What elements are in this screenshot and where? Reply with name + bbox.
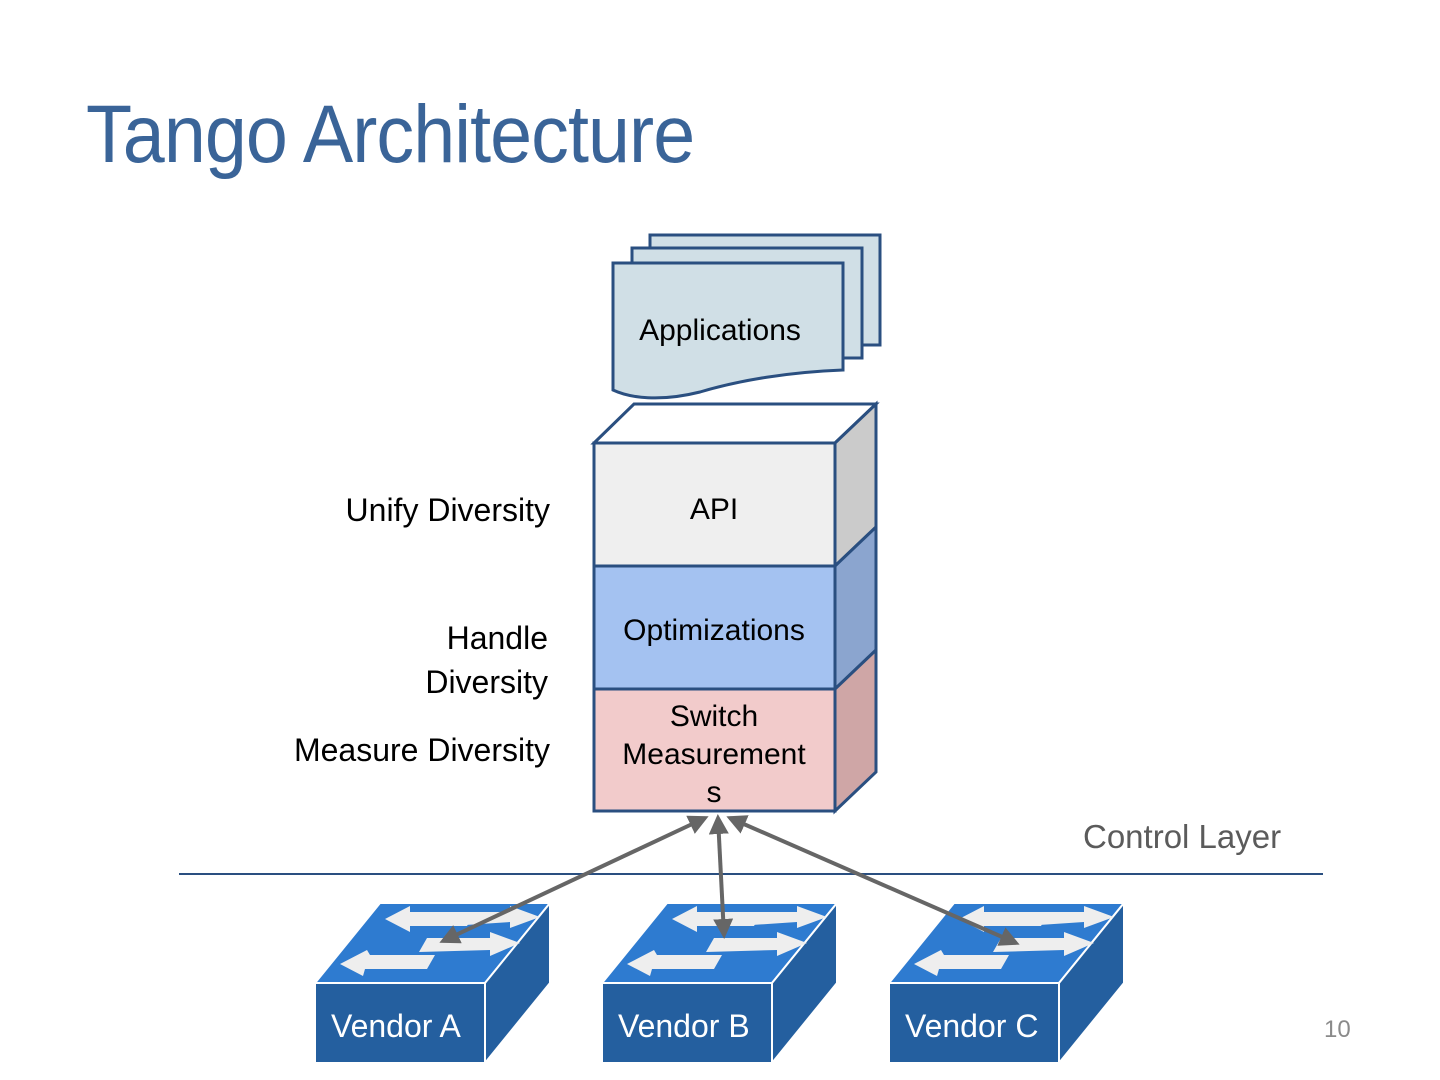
slide-title: Tango Architecture [86,89,695,180]
switch-front-face [888,982,1060,1064]
vendor-label: Vendor C [905,1008,1038,1044]
app-page-front [611,261,845,400]
applications-label: Applications [639,314,801,347]
vendor-label: Vendor B [618,1008,750,1044]
switch-arrow-left-bottom [340,950,435,976]
switch-front-face [601,982,773,1064]
connection-arrows [439,814,1020,946]
optimizations-layer [592,564,837,691]
vendor-label: Vendor A [331,1008,462,1044]
control-layer-label: Control Layer [1083,818,1282,855]
switch-front-face [314,982,486,1064]
layer-stack: API Optimizations Switch Measurement s [590,400,880,815]
optimizations-label: Optimizations [623,614,805,647]
vendor-switch: Vendor C [886,900,1127,1066]
measurements-label-line2: Measurement [622,738,806,771]
switch-measurements-layer [592,687,837,813]
label-handle-line2: Diversity [425,664,548,700]
measurements-label-line3: s [707,776,722,809]
measurements-label-line1: Switch [670,700,758,733]
page-number: 10 [1324,1016,1351,1043]
switch-arrow-right-top [1024,906,1114,928]
arrow-vendor-c [726,815,1020,946]
api-label: API [690,493,738,526]
vendor-switch: Vendor B [599,900,840,1066]
api-layer [592,441,837,568]
arrow-vendor-a [439,815,709,944]
switch-arrow-left-bottom [914,950,1009,976]
label-handle-line1: Handle [446,620,548,656]
stack-top-face [590,402,880,445]
label-measure-diversity: Measure Diversity [293,732,550,768]
applications-document-stack: Applications [611,233,882,400]
switch-arrow-left-bottom [627,950,722,976]
vendor-switches: Vendor A Vendor B Vendor C [312,900,1127,1066]
arrow-vendor-b [708,814,734,939]
vendor-switch: Vendor A [312,900,553,1066]
label-unify-diversity: Unify Diversity [345,492,550,528]
